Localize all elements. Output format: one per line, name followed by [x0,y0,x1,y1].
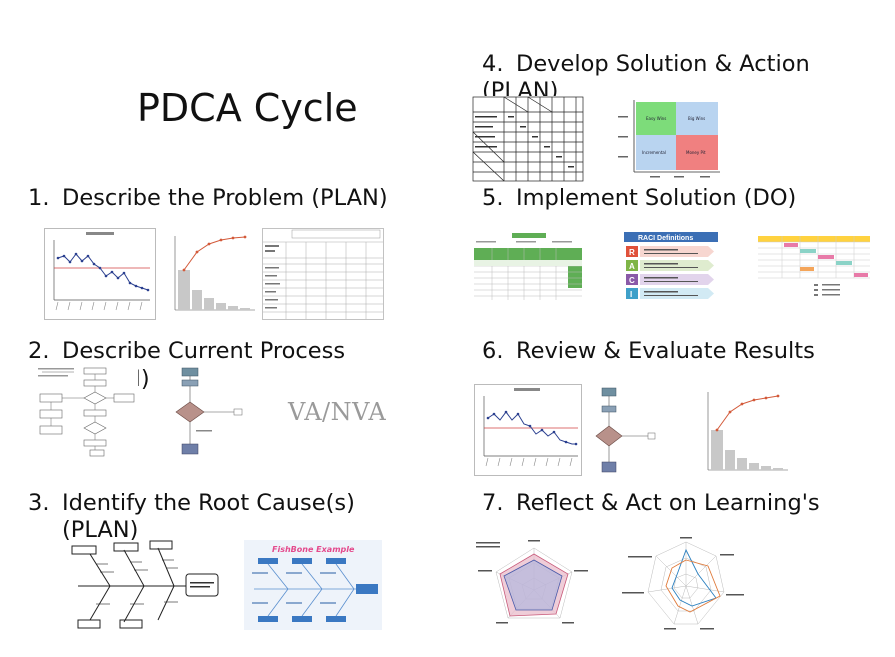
fishbone-example-thumbnail: FishBone Example [244,540,382,630]
pareto-chart-thumbnail [163,228,259,320]
step-7-text: Reflect & Act on Learning's [516,490,820,516]
raci-title: RACI Definitions [638,235,693,242]
decision-flowchart-thumbnail [168,366,250,458]
va-nva-label: VA/NVA [288,398,387,426]
step-5-text: Implement Solution (DO) [516,185,797,211]
gantt-chart-thumbnail [756,232,872,302]
raci-letter-a: A [629,262,635,271]
check-sheet-thumbnail [262,228,384,320]
step-4-number: 4. [482,51,504,77]
step-4-heading: 4. Develop Solution & Action [482,51,810,77]
matrix-cell-big-wins: Big Wins [688,116,705,121]
page-title: PDCA Cycle [137,86,358,130]
step-3-heading: 3. Identify the Root Cause(s) [28,490,355,516]
step-3-text: Identify the Root Cause(s) [62,490,355,516]
raci-letter-c: C [629,276,635,285]
step-5-heading: 5. Implement Solution (DO) [482,185,796,211]
implementation-plan-thumbnail [472,232,584,302]
step-2-number: 2. [28,338,50,364]
step-2-heading: 2. Describe Current Process [28,338,345,364]
step-7-heading: 7. Reflect & Act on Learning's [482,490,820,516]
step-5-number: 5. [482,185,504,211]
fishbone-sketch-thumbnail [70,540,222,630]
step-1-text: Describe the Problem (PLAN) [62,185,388,211]
raci-letter-r: R [629,248,635,257]
step-3-continuation: (PLAN) [62,517,139,543]
process-flowchart-thumbnail [34,366,138,458]
step-3-number: 3. [28,490,50,516]
step-1-heading: 1. Describe the Problem (PLAN) [28,185,388,211]
run-chart-thumbnail [44,228,156,320]
matrix-cell-money-pit: Money Pit [686,150,706,155]
matrix-cell-incremental: Incremental [642,150,666,155]
step-7-number: 7. [482,490,504,516]
raci-definitions-thumbnail: RACI Definitions R A C I [624,232,718,302]
step-1-number: 1. [28,185,50,211]
fishbone-example-title: FishBone Example [272,545,355,554]
impact-effort-grid-thumbnail: Easy Wins Big Wins Incremental Money Pit [612,96,724,182]
action-matrix-thumbnail [472,96,584,182]
review-decision-flowchart-thumbnail [592,384,658,476]
step-4-text: Develop Solution & Action [516,51,810,77]
step-6-text: Review & Evaluate Results [516,338,815,364]
review-pareto-chart-thumbnail [696,384,792,476]
review-run-chart-thumbnail [474,384,582,476]
matrix-cell-easy-wins: Easy Wins [646,116,666,121]
radar-chart-filled-thumbnail [474,536,594,636]
step-6-number: 6. [482,338,504,364]
step-2-text: Describe Current Process [62,338,346,364]
raci-letter-i: I [630,290,632,299]
radar-chart-lines-thumbnail [620,536,752,636]
step-6-heading: 6. Review & Evaluate Results [482,338,815,364]
